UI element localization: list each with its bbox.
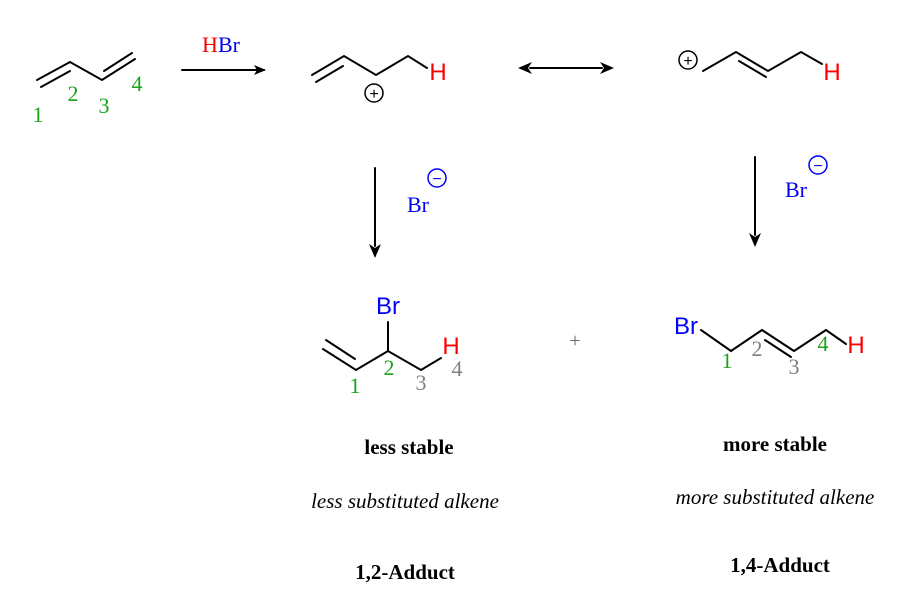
negative-charge-icon xyxy=(808,155,828,175)
product-1-4-adduct: Br H 1 2 3 4 xyxy=(674,313,865,379)
atom-label-1: 1 xyxy=(350,373,361,398)
product-name-left: 1,2-Adduct xyxy=(355,560,455,584)
atom-label-2: 2 xyxy=(384,355,395,380)
atom-label-4: 4 xyxy=(818,331,829,356)
atom-label-4: 4 xyxy=(132,71,143,96)
charge-symbol: + xyxy=(683,53,692,70)
hydrogen-label: H xyxy=(823,59,840,86)
stability-label-left: less stable xyxy=(364,435,454,459)
atom-label-1: 1 xyxy=(33,102,44,127)
atom-label-4: 4 xyxy=(452,356,463,381)
stability-label-right: more stable xyxy=(722,432,828,456)
bromide-label: Br xyxy=(785,177,808,202)
positive-charge-icon xyxy=(364,83,384,103)
hydrogen-label: H xyxy=(442,333,459,360)
atom-label-3: 3 xyxy=(99,93,110,118)
bromide-right: Br − xyxy=(785,155,828,202)
bromine-label: Br xyxy=(376,293,400,320)
atom-label-1: 1 xyxy=(722,348,733,373)
allylic-cation-secondary: H + xyxy=(311,54,447,103)
atom-label-3: 3 xyxy=(789,354,800,379)
product-1-2-adduct: Br H 1 2 3 4 xyxy=(322,293,463,398)
product-name-right: 1,4-Adduct xyxy=(730,553,830,577)
negative-charge-icon xyxy=(427,168,447,188)
description-left: less substituted alkene xyxy=(311,489,499,513)
atom-label-3: 3 xyxy=(416,370,427,395)
bromide-left: Br − xyxy=(407,168,447,217)
charge-symbol: − xyxy=(813,158,822,175)
plus-sign: + xyxy=(569,330,580,352)
hydrogen-label: H xyxy=(847,332,864,359)
description-right: more substituted alkene xyxy=(675,485,875,509)
allylic-cation-primary: + H xyxy=(678,50,841,86)
reagent-hbr: HBr xyxy=(202,32,241,57)
bromine-label: Br xyxy=(674,313,698,340)
charge-symbol: − xyxy=(432,171,441,188)
bromide-label: Br xyxy=(407,192,430,217)
positive-charge-icon xyxy=(678,50,698,70)
hydrogen-label: H xyxy=(429,59,446,86)
atom-label-2: 2 xyxy=(752,336,763,361)
hbr-reaction-arrow: HBr xyxy=(181,32,266,75)
atom-label-2: 2 xyxy=(68,81,79,106)
charge-symbol: + xyxy=(369,86,378,103)
butadiene: 1 2 3 4 xyxy=(33,52,143,127)
